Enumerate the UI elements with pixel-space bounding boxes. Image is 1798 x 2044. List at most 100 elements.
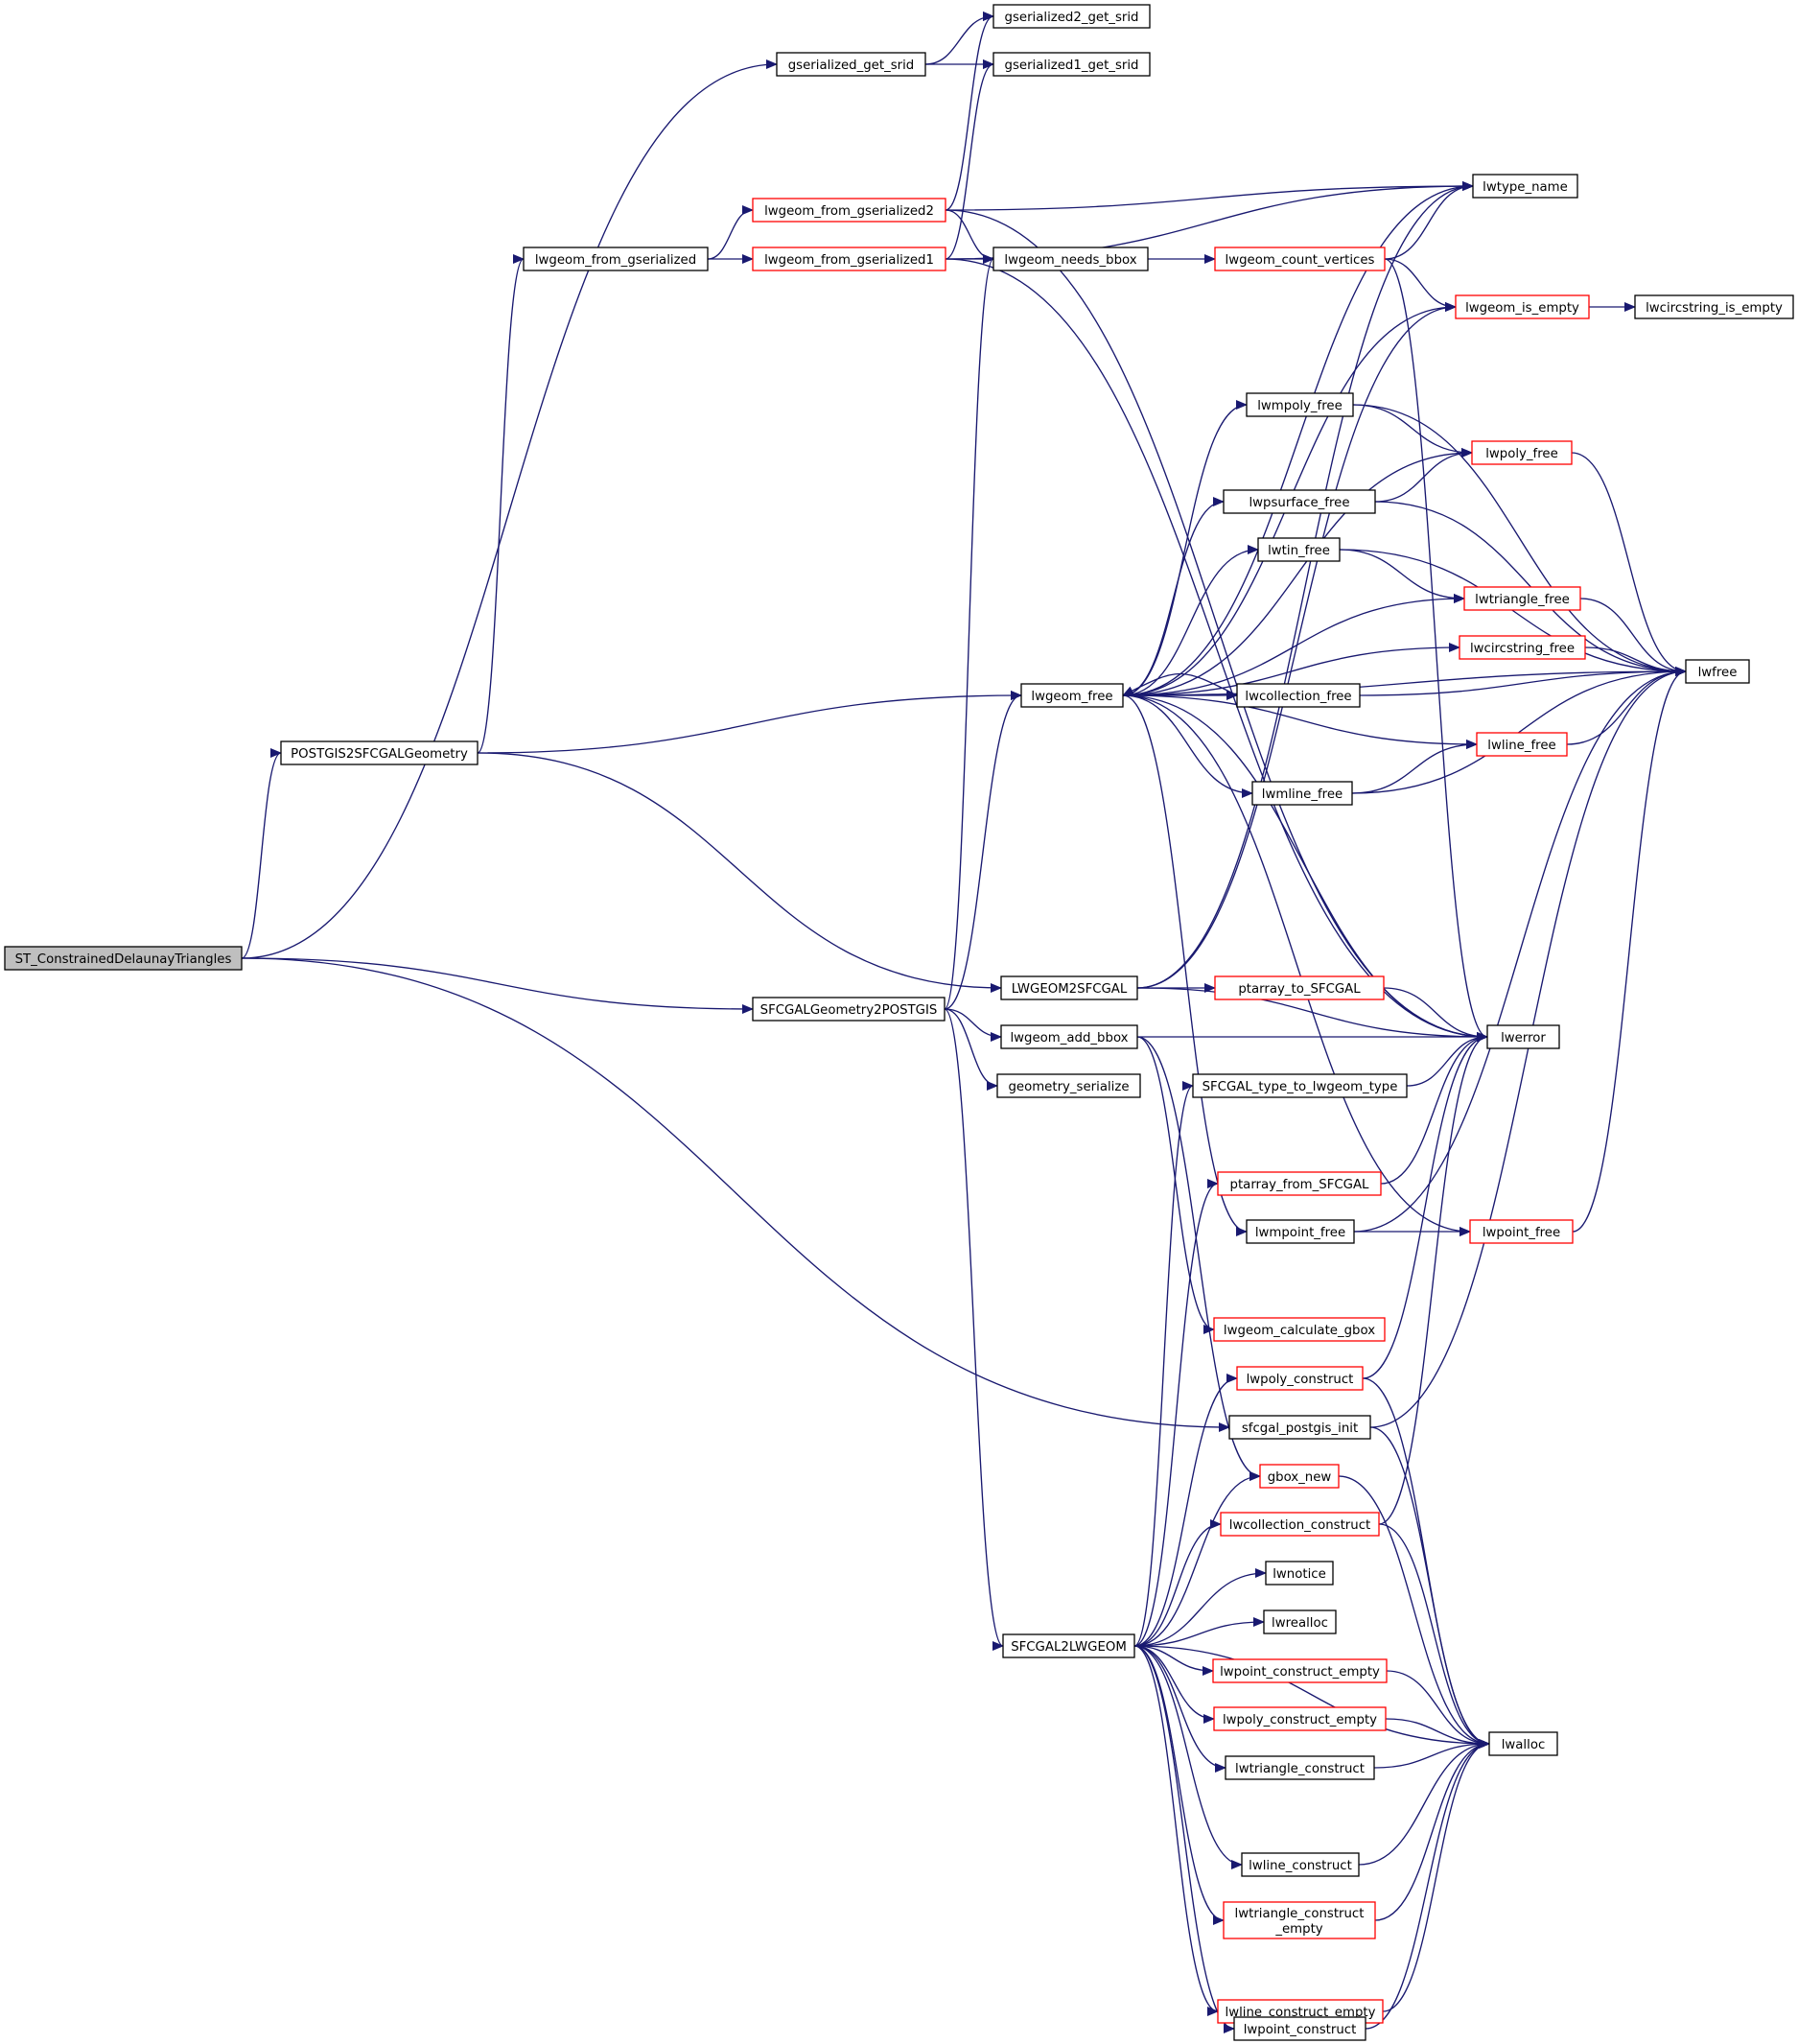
node-box[interactable]: [1192, 1073, 1408, 1098]
node-box[interactable]: [1002, 1633, 1135, 1658]
node-mline_free[interactable]: lwmline_free: [1251, 781, 1353, 806]
node-gs1_srid[interactable]: gserialized1_get_srid: [992, 52, 1151, 77]
node-box[interactable]: [1212, 1658, 1388, 1683]
node-coll_cons[interactable]: lwcollection_construct: [1220, 1512, 1380, 1537]
node-box[interactable]: [1265, 1561, 1334, 1586]
node-lw_from_gs2[interactable]: lwgeom_from_gserialized2: [752, 198, 946, 223]
node-sf_type[interactable]: SFCGAL_type_to_lwgeom_type: [1192, 1073, 1408, 1098]
node-circ_is_empty[interactable]: lwcircstring_is_empty: [1634, 294, 1794, 319]
node-box[interactable]: [1223, 1901, 1376, 1939]
node-box[interactable]: [1020, 683, 1124, 708]
node-box[interactable]: [1685, 659, 1750, 684]
node-lwerror[interactable]: lwerror: [1486, 1024, 1560, 1049]
node-lwrealloc[interactable]: lwrealloc: [1263, 1609, 1337, 1634]
node-lw_from_gs[interactable]: lwgeom_from_gserialized: [523, 247, 709, 271]
node-count_vert[interactable]: lwgeom_count_vertices: [1214, 247, 1386, 271]
node-point_ce[interactable]: lwpoint_construct_empty: [1212, 1658, 1388, 1683]
node-tri_ce[interactable]: lwtriangle_construct_empty: [1223, 1901, 1376, 1939]
node-poly_ce[interactable]: lwpoly_construct_empty: [1213, 1706, 1387, 1731]
node-box[interactable]: [776, 52, 926, 77]
node-geom_ser[interactable]: geometry_serialize: [996, 1073, 1141, 1098]
node-box[interactable]: [1634, 294, 1794, 319]
node-box[interactable]: [996, 1073, 1141, 1098]
node-sf_init[interactable]: sfcgal_postgis_init: [1228, 1415, 1371, 1440]
node-point_free[interactable]: lwpoint_free: [1469, 1219, 1574, 1244]
node-pa2sf[interactable]: ptarray_to_SFCGAL: [1214, 975, 1385, 1000]
node-gs2_srid[interactable]: gserialized2_get_srid: [992, 4, 1151, 29]
node-box[interactable]: [1217, 1171, 1382, 1196]
node-tri_free[interactable]: lwtriangle_free: [1463, 586, 1581, 611]
node-coll_free[interactable]: lwcollection_free: [1236, 683, 1361, 708]
node-needs_bbox[interactable]: lwgeom_needs_bbox: [992, 247, 1149, 271]
node-point_cons[interactable]: lwpoint_construct: [1233, 2016, 1366, 2041]
node-box[interactable]: [992, 247, 1149, 271]
node-box[interactable]: [992, 52, 1151, 77]
node-box[interactable]: [1000, 975, 1138, 1000]
node-box[interactable]: [4, 946, 243, 971]
node-root[interactable]: ST_ConstrainedDelaunayTriangles: [4, 946, 243, 971]
node-box[interactable]: [1241, 1852, 1360, 1877]
node-lw_from_gs1[interactable]: lwgeom_from_gserialized1: [752, 247, 946, 271]
node-gbox_new[interactable]: gbox_new: [1259, 1464, 1340, 1489]
node-box[interactable]: [1223, 489, 1376, 514]
node-line_cons[interactable]: lwline_construct: [1241, 1852, 1360, 1877]
node-mpoint_free[interactable]: lwmpoint_free: [1246, 1219, 1355, 1244]
node-box[interactable]: [1228, 1415, 1371, 1440]
node-line_free[interactable]: lwline_free: [1476, 732, 1568, 757]
node-box[interactable]: [280, 740, 479, 765]
node-poly_free[interactable]: lwpoly_free: [1471, 440, 1573, 465]
node-mpoly_free[interactable]: lwmpoly_free: [1246, 392, 1354, 417]
node-label: lwpsurface_free: [1249, 496, 1349, 510]
node-box[interactable]: [1000, 1024, 1138, 1049]
node-box[interactable]: [1225, 1755, 1375, 1780]
node-calc_gbox[interactable]: lwgeom_calculate_gbox: [1213, 1317, 1386, 1342]
node-box[interactable]: [1246, 1219, 1355, 1244]
node-box[interactable]: [1476, 732, 1568, 757]
node-box[interactable]: [1455, 294, 1590, 319]
node-box[interactable]: [523, 247, 709, 271]
edge-tin_free-to-tri_free: [1339, 549, 1465, 603]
node-box[interactable]: [992, 4, 1151, 29]
node-box[interactable]: [1469, 1219, 1574, 1244]
node-box[interactable]: [752, 198, 946, 223]
node-box[interactable]: [1214, 975, 1385, 1000]
node-tri_cons[interactable]: lwtriangle_construct: [1225, 1755, 1375, 1780]
node-box[interactable]: [752, 997, 946, 1022]
node-tin_free[interactable]: lwtin_free: [1257, 537, 1341, 562]
node-psurf_free[interactable]: lwpsurface_free: [1223, 489, 1376, 514]
node-box[interactable]: [1463, 586, 1581, 611]
node-lwgeom_free[interactable]: lwgeom_free: [1020, 683, 1124, 708]
node-s2p[interactable]: SFCGALGeometry2POSTGIS: [752, 997, 946, 1022]
node-box[interactable]: [1459, 635, 1586, 660]
node-lwtype_name[interactable]: lwtype_name: [1472, 174, 1578, 199]
node-gs_srid[interactable]: gserialized_get_srid: [776, 52, 926, 77]
node-lw2sf[interactable]: LWGEOM2SFCGAL: [1000, 975, 1138, 1000]
node-is_empty[interactable]: lwgeom_is_empty: [1455, 294, 1590, 319]
node-box[interactable]: [1220, 1512, 1380, 1537]
node-lwfree[interactable]: lwfree: [1685, 659, 1750, 684]
node-box[interactable]: [1257, 537, 1341, 562]
node-add_bbox[interactable]: lwgeom_add_bbox: [1000, 1024, 1138, 1049]
node-box[interactable]: [1251, 781, 1353, 806]
node-box[interactable]: [1486, 1024, 1560, 1049]
node-box[interactable]: [752, 247, 946, 271]
node-box[interactable]: [1259, 1464, 1340, 1489]
node-p2s[interactable]: POSTGIS2SFCGALGeometry: [280, 740, 479, 765]
node-circ_free[interactable]: lwcircstring_free: [1459, 635, 1586, 660]
node-box[interactable]: [1472, 174, 1578, 199]
node-box[interactable]: [1471, 440, 1573, 465]
node-lwalloc[interactable]: lwalloc: [1488, 1731, 1558, 1756]
node-box[interactable]: [1488, 1731, 1558, 1756]
node-sf2lw[interactable]: SFCGAL2LWGEOM: [1002, 1633, 1135, 1658]
node-box[interactable]: [1213, 1317, 1386, 1342]
node-box[interactable]: [1213, 1706, 1387, 1731]
node-box[interactable]: [1236, 683, 1361, 708]
node-pa_from_sf[interactable]: ptarray_from_SFCGAL: [1217, 1171, 1382, 1196]
node-poly_cons[interactable]: lwpoly_construct: [1236, 1366, 1364, 1391]
node-box[interactable]: [1233, 2016, 1366, 2041]
node-box[interactable]: [1214, 247, 1386, 271]
node-box[interactable]: [1246, 392, 1354, 417]
node-box[interactable]: [1263, 1609, 1337, 1634]
node-box[interactable]: [1236, 1366, 1364, 1391]
node-lwnotice[interactable]: lwnotice: [1265, 1561, 1334, 1586]
